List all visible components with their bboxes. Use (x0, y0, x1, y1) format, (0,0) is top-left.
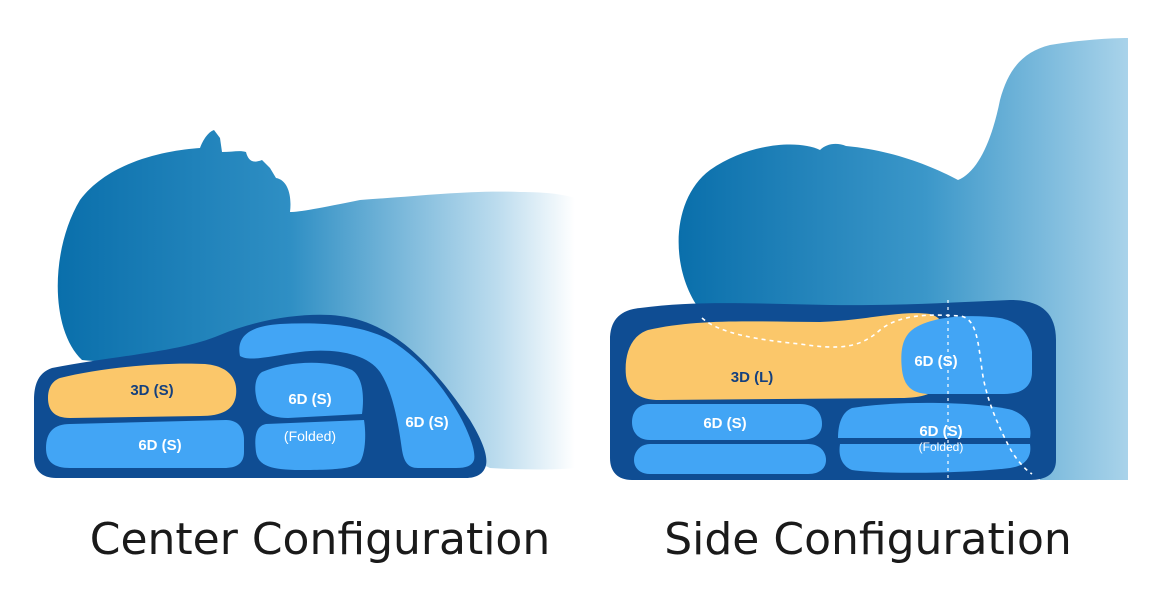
center-label-3d-top-left: 3D (S) (130, 382, 173, 399)
center-foam-6d-arch (239, 323, 475, 468)
center-label-6d-bottom-left: 6D (S) (138, 437, 181, 454)
center-foam-3d-top-left (48, 363, 237, 418)
side-foam-6d-bottom-left-lower (634, 444, 826, 474)
center-label-6d-right: 6D (S) (405, 414, 448, 431)
side-configuration: 3D (L) 6D (S) 6D (S) 6D (S) (Folded) (610, 38, 1128, 480)
side-foam-6d-bottom-right-upper (838, 402, 1031, 438)
side-label-6d-bottom-right: 6D (S) (919, 423, 962, 440)
side-label-3d-long: 3D (L) (731, 369, 774, 386)
side-foam-6d-bottom-left-upper (632, 404, 822, 440)
center-label-6d-middle: 6D (S) (288, 391, 331, 408)
center-foam-6d-middle-top (255, 362, 363, 418)
center-foam-6d-middle-folded (255, 420, 366, 470)
side-label-6d-top-right: 6D (S) (914, 353, 957, 370)
center-label-folded: (Folded) (284, 428, 336, 444)
side-label-folded: (Folded) (919, 440, 964, 454)
side-label-6d-bottom-left: 6D (S) (703, 415, 746, 432)
center-head-silhouette (57, 130, 575, 470)
center-configuration-title: Center Configuration (89, 514, 551, 565)
center-configuration: 3D (S) 6D (S) 6D (S) (Folded) 6D (S) (34, 130, 575, 478)
side-dashed-line-head-contour (701, 314, 1033, 475)
center-foam-6d-bottom-left (46, 420, 244, 468)
side-foam-3d-top-long (625, 313, 947, 400)
side-foam-6d-top-right (901, 316, 1032, 394)
side-foam-6d-bottom-right-lower (839, 444, 1031, 473)
side-configuration-title: Side Configuration (664, 514, 1072, 565)
